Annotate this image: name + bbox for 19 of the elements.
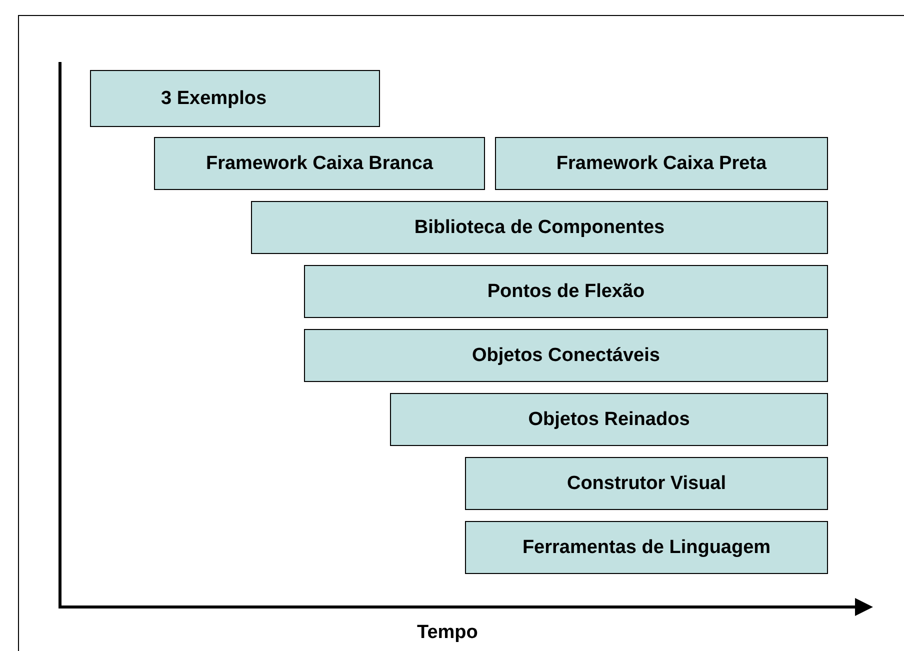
timeline-bar <box>465 521 828 574</box>
timeline-bar <box>90 70 380 127</box>
timeline-bar <box>495 137 828 190</box>
timeline-bar <box>251 201 828 254</box>
bar-label: Ferramentas de Linguagem <box>522 536 771 558</box>
bar-label: Framework Caixa Branca <box>206 152 434 174</box>
bar-label: Pontos de Flexão <box>487 280 645 302</box>
timeline-bar <box>390 393 828 446</box>
timeline-bar <box>304 265 828 318</box>
bar-label: Biblioteca de Componentes <box>414 216 665 238</box>
timeline-bar <box>465 457 828 510</box>
axis-label: Tempo <box>417 622 478 644</box>
bar-label: Framework Caixa Preta <box>556 152 767 174</box>
timeline-bar <box>154 137 485 190</box>
bar-label: 3 Exemplos <box>161 88 267 110</box>
bar-label: Objetos Conectáveis <box>472 344 660 366</box>
bar-label: Objetos Reinados <box>528 408 690 430</box>
bar-label: Construtor Visual <box>566 472 726 494</box>
timeline-bar <box>304 329 828 382</box>
